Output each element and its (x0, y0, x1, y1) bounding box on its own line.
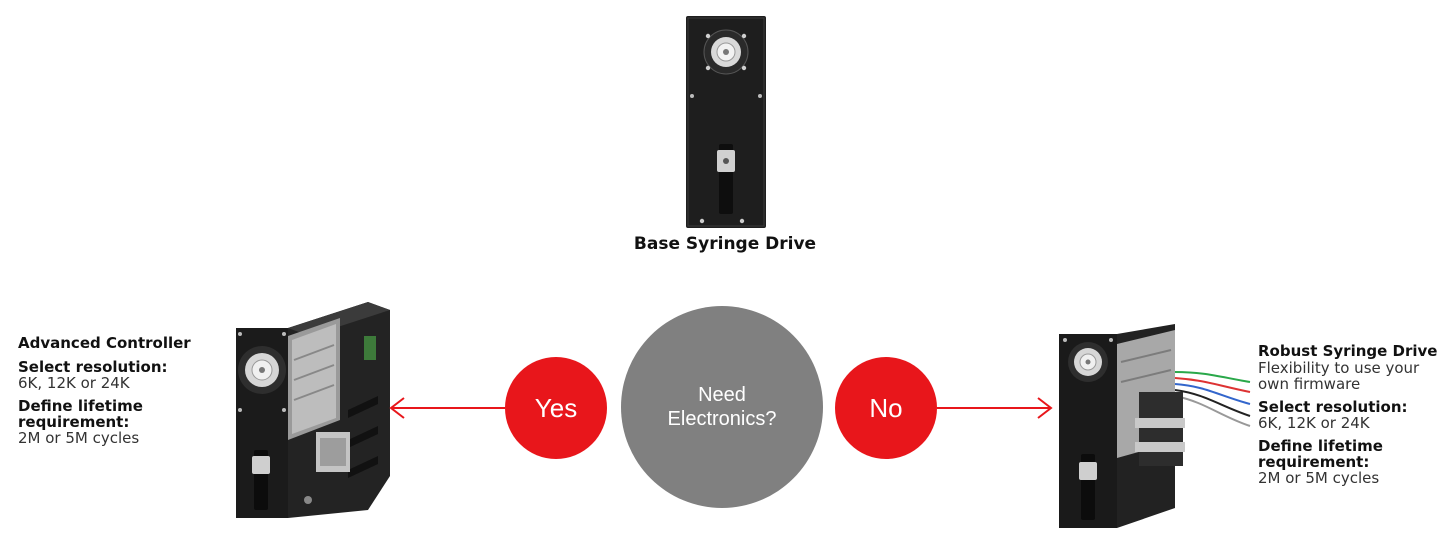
robust-syringe-drive-title: Robust Syringe Drive (1258, 342, 1438, 360)
yes-badge: Yes (505, 357, 607, 459)
robust-lifetime-value: 2M or 5M cycles (1258, 469, 1380, 487)
decision-question-line1: Need (698, 384, 746, 406)
yes-arrow (389, 397, 505, 419)
no-badge: No (835, 357, 937, 459)
robust-syringe-drive-description: Robust Syringe Drive Flexibility to use … (1258, 342, 1454, 486)
robust-syringe-drive-image (1059, 324, 1251, 528)
robust-resolution-value: 6K, 12K or 24K (1258, 414, 1370, 432)
advanced-resolution-label: Select resolution: (18, 358, 168, 376)
decision-question-line2: Electronics? (667, 408, 777, 430)
robust-lifetime-label-line1: Define lifetime (1258, 437, 1383, 455)
advanced-resolution-value: 6K, 12K or 24K (18, 374, 130, 392)
robust-lifetime-label-line2: requirement: (1258, 453, 1370, 471)
advanced-controller-image (236, 302, 390, 518)
base-syringe-drive-caption: Base Syringe Drive (633, 234, 817, 254)
advanced-lifetime-label-line2: requirement: (18, 413, 130, 431)
advanced-controller-title: Advanced Controller (18, 334, 191, 352)
robust-flexibility-line1: Flexibility to use your (1258, 359, 1420, 377)
no-arrow (937, 397, 1053, 419)
base-syringe-drive-image (686, 16, 766, 228)
need-electronics-decision: Need Electronics? (621, 306, 823, 508)
robust-flexibility-line2: own firmware (1258, 375, 1361, 393)
robust-resolution-label: Select resolution: (1258, 398, 1408, 416)
advanced-lifetime-value: 2M or 5M cycles (18, 429, 140, 447)
advanced-controller-description: Advanced Controller Select resolution: 6… (18, 334, 218, 446)
advanced-lifetime-label-line1: Define lifetime (18, 397, 143, 415)
